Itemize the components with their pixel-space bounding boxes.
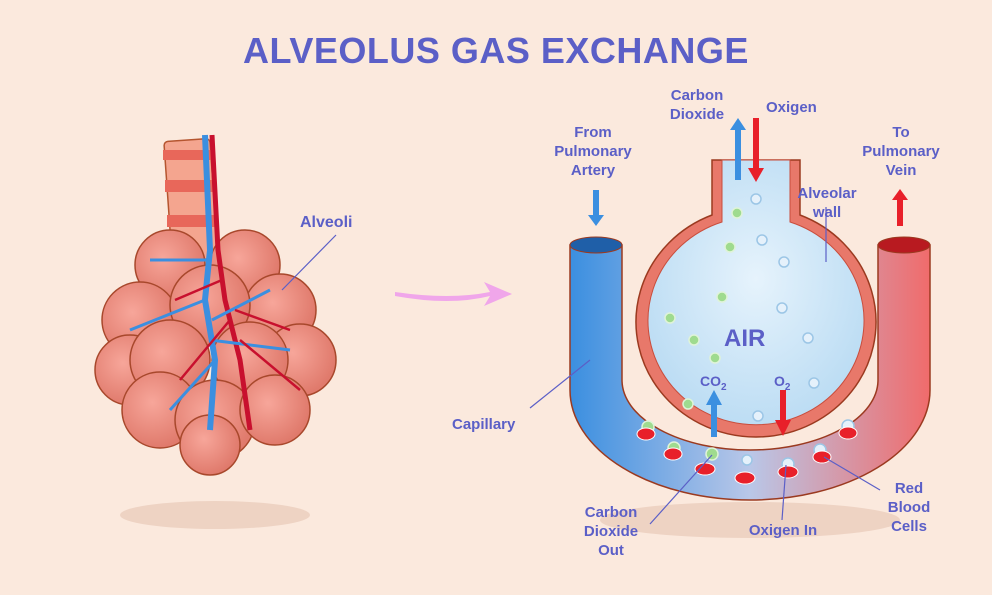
left-shadow bbox=[120, 501, 310, 529]
gas-flow-arrows bbox=[588, 118, 908, 437]
label-air: AIR bbox=[724, 325, 766, 352]
right-shadow bbox=[600, 502, 900, 538]
label-alveolar-wall: Alveolar wall bbox=[797, 185, 857, 221]
label-co2: CO2 bbox=[700, 373, 727, 393]
label-from-pulmonary-artery: From Pulmonary Artery bbox=[554, 124, 632, 179]
label-to-pulmonary-vein: To Pulmonary Vein bbox=[862, 124, 940, 179]
label-o2: O2 bbox=[774, 373, 791, 393]
red-blood-cells bbox=[636, 426, 858, 485]
label-alveoli: Alveoli bbox=[300, 214, 353, 231]
diagram-title: ALVEOLUS GAS EXCHANGE bbox=[243, 30, 749, 71]
alveolus-sac-illustration bbox=[635, 159, 877, 438]
label-oxigen-in: Oxigen In bbox=[748, 522, 818, 539]
label-oxigen-top: Oxigen bbox=[766, 99, 817, 116]
transition-arrow bbox=[395, 282, 512, 306]
label-red-blood-cells: Red Blood Cells bbox=[887, 480, 931, 535]
label-carbon-dioxide-top: Carbon Dioxide bbox=[669, 87, 725, 123]
label-capillary: Capillary bbox=[452, 416, 516, 433]
label-carbon-dioxide-out: Carbon Dioxide Out bbox=[583, 504, 639, 559]
alveoli-cluster-illustration bbox=[94, 134, 337, 476]
leader-lines bbox=[529, 207, 881, 525]
